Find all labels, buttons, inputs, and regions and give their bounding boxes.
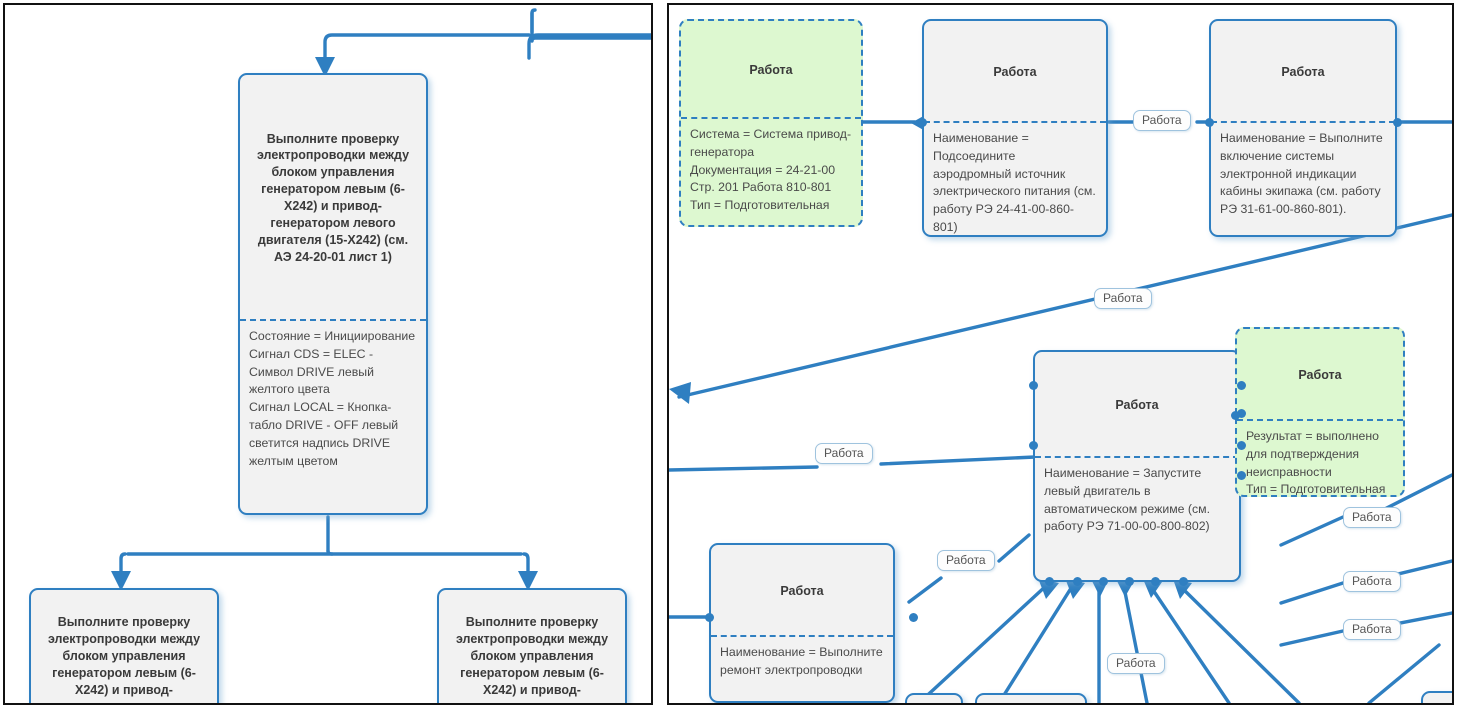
node-separator <box>1211 121 1395 123</box>
edge-label-diagonal[interactable]: Работа <box>1094 288 1152 310</box>
node-body: Наименование = Запустите левый двигатель… <box>1035 458 1239 544</box>
edge-label-right-1[interactable]: Работа <box>1343 507 1401 529</box>
edge-label-mid-left[interactable]: Работа <box>815 443 873 465</box>
left-diagram-panel: Выполните проверку электропроводки между… <box>3 3 653 705</box>
node-stub-bottom-1[interactable] <box>905 693 963 703</box>
node-header: Работа <box>780 583 824 598</box>
node-body-line: Наименование = Выполните ремонт электроп… <box>720 645 883 677</box>
node-repair-wiring[interactable]: Работа Наименование = Выполните ремонт э… <box>709 543 895 703</box>
node-header: Работа <box>1115 397 1159 412</box>
node-separator <box>1035 456 1239 458</box>
port <box>1029 381 1038 390</box>
port <box>1231 411 1240 420</box>
port <box>1179 577 1188 586</box>
node-body-line: Система = Система привод-генератора <box>690 127 852 159</box>
node-separator <box>681 117 861 119</box>
port <box>1151 577 1160 586</box>
node-body-line: Документация = 24-21-00 Стр. 201 Работа … <box>690 162 836 195</box>
edge-label-right-2[interactable]: Работа <box>1343 571 1401 593</box>
node-body-line: Сигнал LOCAL = Кнопка-табло DRIVE - OFF … <box>249 400 399 468</box>
edge-label-right-3[interactable]: Работа <box>1343 619 1401 641</box>
port <box>1393 118 1402 127</box>
right-diagram-panel: Работа Система = Система привод-генерато… <box>667 3 1454 705</box>
port <box>1237 441 1246 450</box>
node-body-line: Наименование = Запустите левый двигатель… <box>1044 466 1211 534</box>
node-check-wiring-left-child[interactable]: Выполните проверку электропроводки между… <box>29 588 219 703</box>
node-start-left-engine[interactable]: Работа Наименование = Запустите левый дв… <box>1033 350 1241 582</box>
node-header: Работа <box>749 62 793 77</box>
port <box>1045 577 1054 586</box>
node-body-line: Наименование = Подсоедините аэродромный … <box>933 131 1096 235</box>
edge-label-mid-center[interactable]: Работа <box>937 550 995 572</box>
port <box>1029 441 1038 450</box>
port <box>1237 381 1246 390</box>
node-stub-bottom-3[interactable] <box>1421 691 1452 703</box>
node-body-line: Состояние = Инициирование <box>249 329 416 343</box>
node-header: Выполните проверку электропроводки между… <box>256 131 410 264</box>
port <box>705 613 714 622</box>
node-separator <box>1237 419 1403 421</box>
node-check-wiring-main[interactable]: Выполните проверку электропроводки между… <box>238 73 428 515</box>
port <box>1237 409 1246 418</box>
node-body-line: Наименование = Выполните включение систе… <box>1220 131 1383 217</box>
node-header: Выполните проверку электропроводки между… <box>47 615 201 697</box>
node-body: Наименование = Выполните ремонт электроп… <box>711 637 893 688</box>
node-body-line: Тип = Подготовительная <box>1246 482 1386 497</box>
node-check-wiring-right-child[interactable]: Выполните проверку электропроводки между… <box>437 588 627 703</box>
node-header: Работа <box>1281 64 1325 79</box>
node-separator <box>240 319 426 321</box>
node-body: Результат = выполнено для подтверждения … <box>1237 421 1403 497</box>
node-body-line: Сигнал CDS = ELEC - Символ DRIVE левый ж… <box>249 346 375 397</box>
node-stub-bottom-2[interactable] <box>975 693 1087 703</box>
node-header: Выполните проверку электропроводки между… <box>455 615 609 697</box>
port <box>1099 577 1108 586</box>
node-result-confirm-fault[interactable]: Работа Результат = выполнено для подтвер… <box>1235 327 1405 497</box>
node-system-drive-generator[interactable]: Работа Система = Система привод-генерато… <box>679 19 863 227</box>
node-enable-cockpit-display[interactable]: Работа Наименование = Выполните включени… <box>1209 19 1397 237</box>
port <box>918 118 927 127</box>
node-body-line: Результат = выполнено для подтверждения … <box>1246 429 1379 479</box>
node-separator <box>711 635 893 637</box>
node-body: Состояние = Инициирование Сигнал CDS = E… <box>240 321 426 479</box>
node-body: Наименование = Выполните включение систе… <box>1211 123 1395 227</box>
right-diagram-canvas[interactable]: Работа Система = Система привод-генерато… <box>669 5 1452 703</box>
node-separator <box>924 121 1106 123</box>
node-body-line: Тип = Подготовительная <box>690 198 830 213</box>
edge-label-bottom[interactable]: Работа <box>1107 653 1165 675</box>
port <box>1237 471 1246 480</box>
node-body: Система = Система привод-генератора Доку… <box>681 119 861 223</box>
node-body: Наименование = Подсоедините аэродромный … <box>924 123 1106 235</box>
node-header: Работа <box>993 64 1037 79</box>
left-diagram-canvas[interactable]: Выполните проверку электропроводки между… <box>5 5 651 703</box>
edge-label-top[interactable]: Работа <box>1133 110 1191 132</box>
node-connect-ground-power[interactable]: Работа Наименование = Подсоедините аэрод… <box>922 19 1108 237</box>
port <box>1205 118 1214 127</box>
port <box>1073 577 1082 586</box>
port <box>909 613 918 622</box>
port <box>1125 577 1134 586</box>
node-header: Работа <box>1298 367 1342 382</box>
